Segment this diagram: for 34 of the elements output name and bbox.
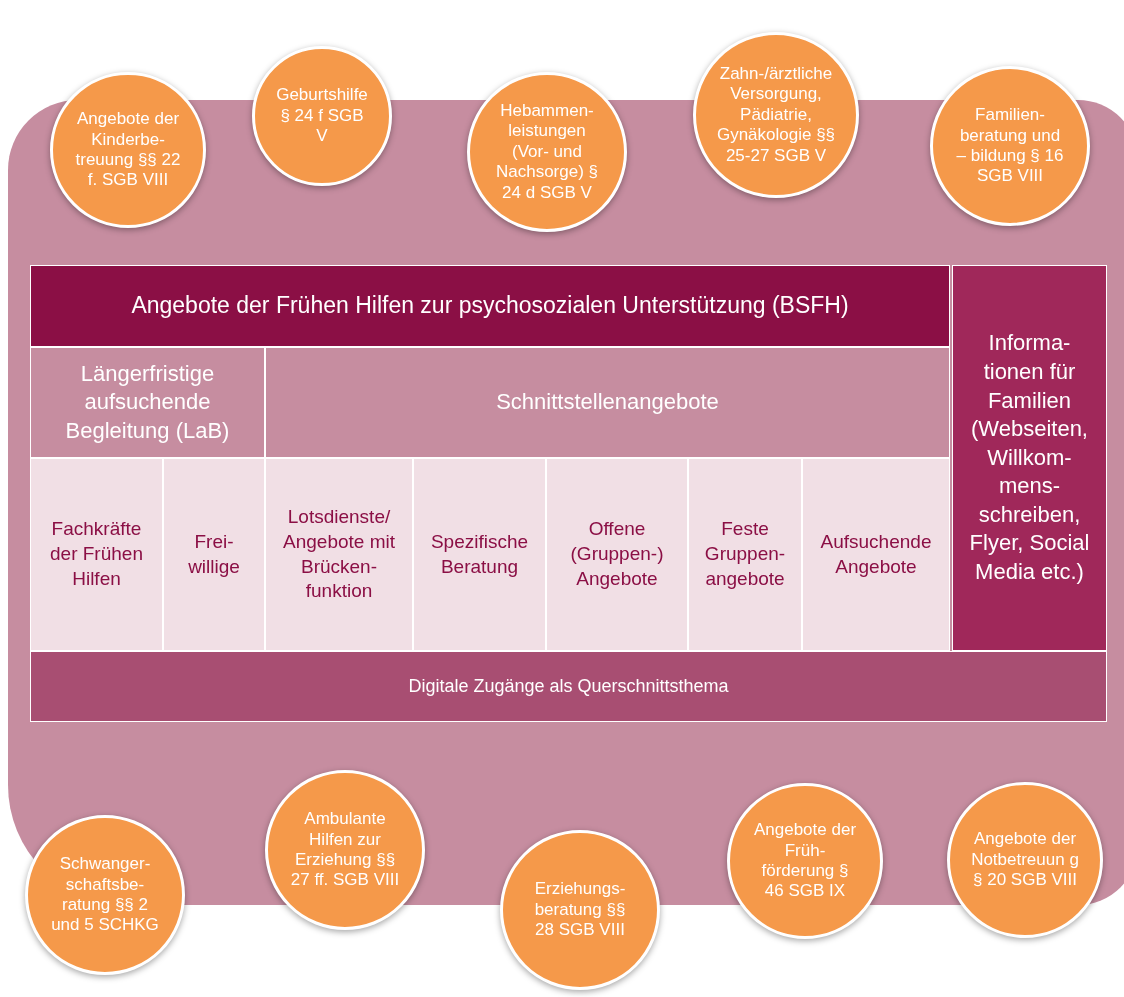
group-header	[265, 347, 950, 458]
header-bar	[30, 265, 950, 347]
circle-label: Zahn-/ärztliche Versorgung, Pädiatrie, Gynäkologie §§ 25-27 SGB V	[716, 64, 836, 166]
table-cell	[413, 458, 546, 651]
cell-text: Aufsuchende Angebote	[819, 529, 933, 579]
table-cell	[265, 458, 413, 651]
heading-text: Schnittstellenangebote	[496, 388, 719, 417]
circle-label: Angebote der Notbetreuun g § 20 SGB VIII	[970, 829, 1080, 891]
heading-text: Informa- tionen für Familien (Webseiten, Willkom- mens- schreiben, Flyer, Social Media etc.)	[968, 329, 1091, 587]
circle-label: Erziehungs- beratung §§ 28 SGB VIII	[533, 879, 627, 941]
circle-label: Geburtshilfe § 24 f SGB V	[275, 85, 369, 147]
cell-text: Frei- willige	[187, 529, 241, 579]
circle-label: Familien- beratung und – bildung § 16 SGB VIII	[955, 105, 1065, 187]
table-cell	[802, 458, 950, 651]
cell-text: Fachkräfte der Frühen Hilfen	[49, 517, 144, 591]
table-cell	[546, 458, 688, 651]
circle-label: Angebote der Kinderbe- treuung §§ 22 f. SGB VIII	[74, 109, 182, 191]
table-cell	[163, 458, 265, 651]
heading-text: Angebote der Frühen Hilfen zur psychosozialen Unterstützung (BSFH)	[131, 291, 849, 321]
cell-text: Feste Gruppen- angebote	[703, 517, 787, 591]
group-header	[30, 347, 265, 458]
footer-bar	[30, 651, 1107, 722]
table-cell	[688, 458, 802, 651]
table-cell	[30, 458, 163, 651]
cell-text: Offene (Gruppen-) Angebote	[569, 517, 665, 591]
heading-text: Digitale Zugänge als Querschnittsthema	[408, 674, 729, 698]
circle-label: Ambulante Hilfen zur Erziehung §§ 27 ff. SGB VIII	[289, 809, 401, 891]
circle-label: Schwanger- schaftsbe- ratung §§ 2 und 5 SCHKG	[50, 854, 160, 936]
cell-text: Spezifische Beratung	[429, 529, 530, 579]
heading-text: Längerfristige aufsuchende Begleitung (LaB)	[64, 359, 231, 445]
circle-label: Angebote der Früh- förderung § 46 SGB IX	[752, 820, 858, 902]
cell-text: Lotsdienste/ Angebote mit Brücken- funktion	[282, 505, 396, 604]
side-panel	[952, 265, 1107, 651]
circle-label: Hebammen- leistungen (Vor- und Nachsorge) § 24 d SGB V	[494, 101, 600, 203]
